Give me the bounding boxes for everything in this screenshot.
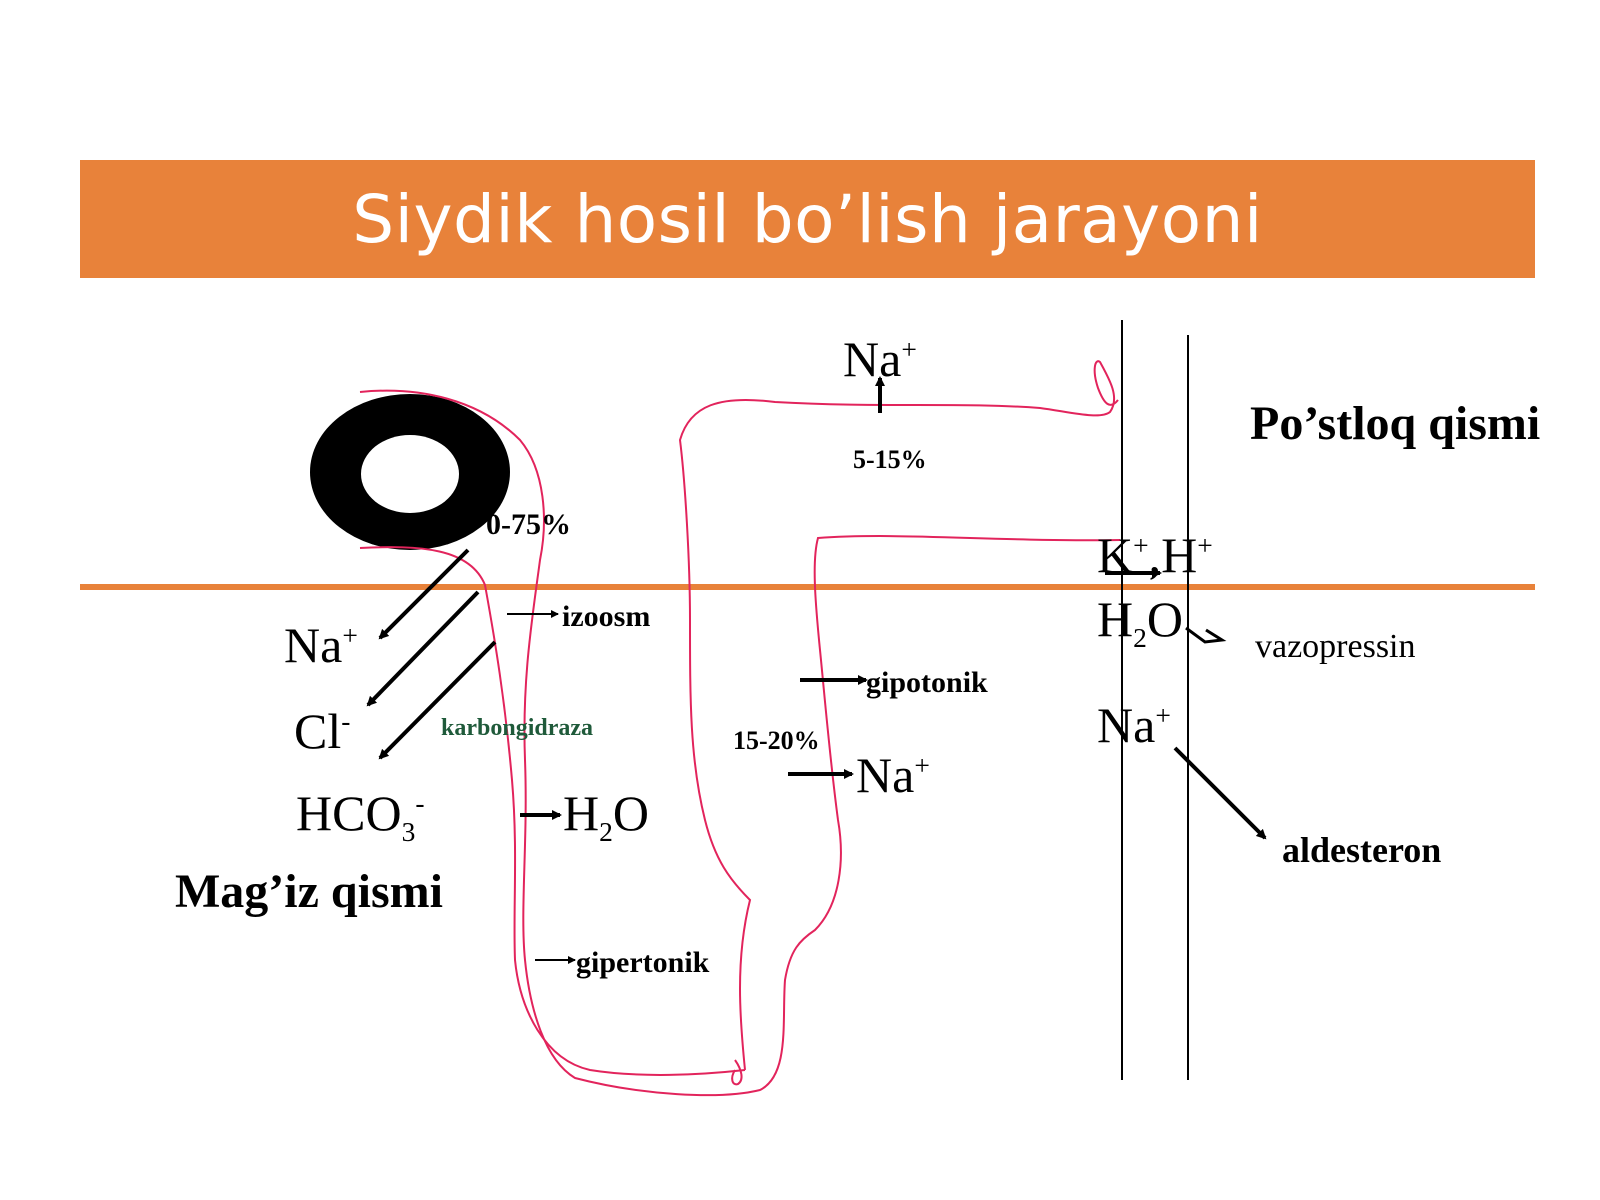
arrow-na-aldesteron xyxy=(1173,746,1267,840)
molecule-h2o-duct: H2O xyxy=(1097,591,1183,653)
arrow-cl-reabsorption xyxy=(366,590,480,707)
label-gipertonik: gipertonik xyxy=(576,946,710,979)
label-gipotonik: gipotonik xyxy=(866,666,988,699)
label-izoosm: izoosm xyxy=(562,600,651,633)
medulla-label: Mag’iz qismi xyxy=(175,865,443,918)
label-karbongidraza: karbongidraza xyxy=(441,715,594,741)
arrow-hco3-reabsorption xyxy=(378,640,497,760)
cortex-label: Po’stloq qismi xyxy=(1250,397,1541,450)
label-vazopressin: vazopressin xyxy=(1255,628,1416,665)
percent-loop-mid: 15-20% xyxy=(733,726,820,755)
ion-na-loop-mid: Na+ xyxy=(856,747,930,803)
ion-na-medulla: Na+ xyxy=(284,617,358,673)
title-banner: Siydik hosil bo’lish jarayoni xyxy=(80,160,1535,278)
arrow-na-reabsorption xyxy=(378,548,470,640)
molecule-h2o-medulla: H2O xyxy=(563,785,649,847)
percent-proximal: 0-75% xyxy=(486,508,571,541)
ion-na-duct: Na+ xyxy=(1097,697,1171,753)
arrow-h2o-vazopressin xyxy=(1185,626,1227,644)
nephron-tubule xyxy=(359,360,1121,1097)
label-aldesteron: aldesteron xyxy=(1282,830,1442,870)
glomerulus-lumen xyxy=(361,435,459,513)
page-title: Siydik hosil bo’lish jarayoni xyxy=(352,180,1263,258)
ion-k-h: K+,H+ xyxy=(1097,527,1213,583)
ion-hco3: HCO3- xyxy=(296,785,425,847)
ion-cl: Cl- xyxy=(294,703,351,759)
ion-na-loop-top: Na+ xyxy=(843,331,917,387)
percent-loop-top: 5-15% xyxy=(853,445,927,474)
